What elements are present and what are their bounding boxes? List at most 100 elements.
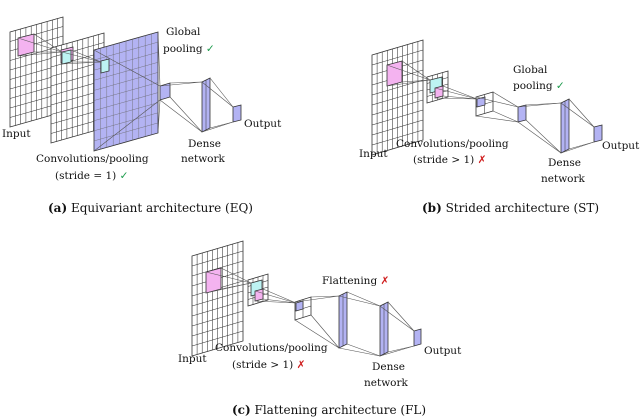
- eq-dense-link-1: [169, 81, 203, 84]
- st-pool-link: [475, 115, 519, 123]
- fl-input-grid-hline: [191, 330, 244, 347]
- fl-output-node: [413, 328, 422, 347]
- st-small-cell: [476, 96, 486, 108]
- fl-input-grid-hline: [191, 290, 244, 307]
- st-conv-link-1: [386, 79, 431, 87]
- fl-flatten-link: [310, 314, 340, 349]
- fl-conv-link-1: [205, 282, 252, 294]
- st-conv-link-1: [401, 79, 431, 83]
- st-pooling-label: pooling ✓: [513, 80, 565, 92]
- st-dense-link-1: [517, 102, 562, 108]
- fl-conv-link-1: [220, 267, 252, 284]
- st-conv-link-2: [442, 95, 478, 100]
- fl-conv-link-2: [262, 298, 297, 304]
- st-pool-link: [492, 91, 519, 108]
- eq-network-label: network: [181, 153, 226, 165]
- eq-dense-link-2: [209, 77, 234, 108]
- st-conv-link-1: [386, 64, 431, 81]
- fl-network-label: network: [364, 377, 409, 389]
- fl-flatten-link: [310, 295, 340, 298]
- panel-fl: Input Convolutions/pooling (stride > 1) …: [178, 275, 462, 417]
- eq-output-node: [232, 104, 242, 123]
- fl-dense-label: Dense: [372, 361, 405, 373]
- fl-input-label: Input: [178, 353, 207, 365]
- eq-pool-link: [157, 31, 161, 87]
- panel-eq: Input Convolutions/pooling (stride = 1) …: [2, 26, 282, 215]
- eq-conv-link-2: [61, 51, 102, 63]
- fl-conv-link-2: [262, 288, 297, 304]
- st-input-grid-hline: [371, 99, 424, 116]
- diagram-shapes: [9, 16, 603, 357]
- fl-stride-label: (stride > 1) ✗: [232, 359, 305, 371]
- eq-conv-check-icon: ✓: [120, 170, 129, 182]
- st-conv-cross-icon: ✗: [478, 154, 487, 166]
- eq-conv-link-1: [33, 33, 63, 53]
- eq-conv-link-2: [70, 49, 102, 63]
- st-conv-link-1: [401, 60, 431, 81]
- eq-input-label: Input: [2, 128, 31, 140]
- fl-dense-link-1: [346, 291, 381, 307]
- eq-pool-link: [93, 99, 161, 152]
- fl-flattening-label: Flattening ✗: [322, 275, 389, 287]
- eq-dense-link-2: [201, 121, 234, 133]
- fl-flatten-link: [294, 295, 340, 303]
- fl-input-grid-hline: [191, 300, 244, 317]
- eq-pooling-label: pooling ✓: [163, 43, 215, 55]
- eq-final-cell: [100, 58, 110, 74]
- st-pool-link: [475, 96, 519, 108]
- fl-flat-cross-icon: ✗: [381, 275, 390, 287]
- st-dense-link-1: [525, 119, 562, 154]
- st-dense-link-2: [560, 102, 595, 128]
- eq-input-receptive-field: [17, 33, 35, 57]
- st-conv-link-2: [442, 85, 478, 100]
- eq-dense-label: Dense: [188, 138, 221, 150]
- fl-dense-link-2: [379, 345, 415, 357]
- fl-input-grid-hline: [191, 320, 244, 337]
- fl-conv-link-2: [254, 290, 297, 304]
- st-input-grid: [371, 39, 424, 156]
- fl-caption: (c) Flattening architecture (FL): [232, 403, 426, 417]
- fl-dense-link-1: [338, 347, 381, 357]
- eq-pool-link: [93, 49, 161, 87]
- eq-conv-label: Convolutions/pooling: [36, 153, 149, 165]
- eq-final-map-hline: [93, 92, 159, 111]
- fl-conv-cross-icon: ✗: [297, 359, 306, 371]
- st-dense-link-2: [568, 98, 595, 128]
- st-output-label: Output: [602, 140, 640, 152]
- panel-st: Input Convolutions/pooling (stride > 1) …: [359, 64, 640, 215]
- fl-conv-label: Convolutions/pooling: [215, 342, 328, 354]
- eq-output-label: Output: [244, 118, 282, 130]
- st-pool-link: [492, 110, 519, 123]
- eq-conv-link-1: [17, 37, 63, 53]
- fl-dense-link-2: [387, 301, 415, 332]
- eq-global-label: Global: [166, 26, 201, 38]
- st-global-label: Global: [513, 64, 548, 76]
- fl-conv-link-1: [205, 271, 252, 284]
- fl-output-label: Output: [424, 345, 462, 357]
- fl-small-cell: [295, 300, 304, 312]
- fl-dense-link-1: [346, 343, 381, 357]
- st-caption: (b) Strided architecture (ST): [422, 201, 599, 215]
- st-input-receptive-field: [386, 60, 403, 87]
- eq-final-map-hline: [93, 112, 159, 131]
- st-input-grid-hline: [371, 109, 424, 126]
- fl-input-receptive-field: [205, 267, 222, 294]
- st-input-grid-hline: [371, 89, 424, 106]
- fl-feature-receptive-field: [254, 288, 264, 302]
- st-conv-link-2: [434, 97, 478, 100]
- eq-dense-link-1: [159, 81, 203, 87]
- eq-pool-check-icon: ✓: [206, 43, 215, 55]
- eq-conv-link-1: [17, 51, 63, 57]
- fl-input-grid-hline: [191, 310, 244, 327]
- eq-caption: (a) Equivariant architecture (EQ): [48, 201, 253, 215]
- fl-input-grid: [191, 240, 244, 357]
- st-stride-label: (stride > 1) ✗: [413, 154, 486, 166]
- fl-flatten-link: [294, 319, 340, 349]
- st-conv-label: Convolutions/pooling: [396, 138, 509, 150]
- eq-dense-link-2: [201, 81, 234, 108]
- fl-dense-link-2: [379, 305, 415, 332]
- st-dense-link-2: [560, 141, 595, 154]
- eq-final-map-hline: [93, 122, 159, 142]
- eq-stride-label: (stride = 1) ✓: [55, 170, 128, 182]
